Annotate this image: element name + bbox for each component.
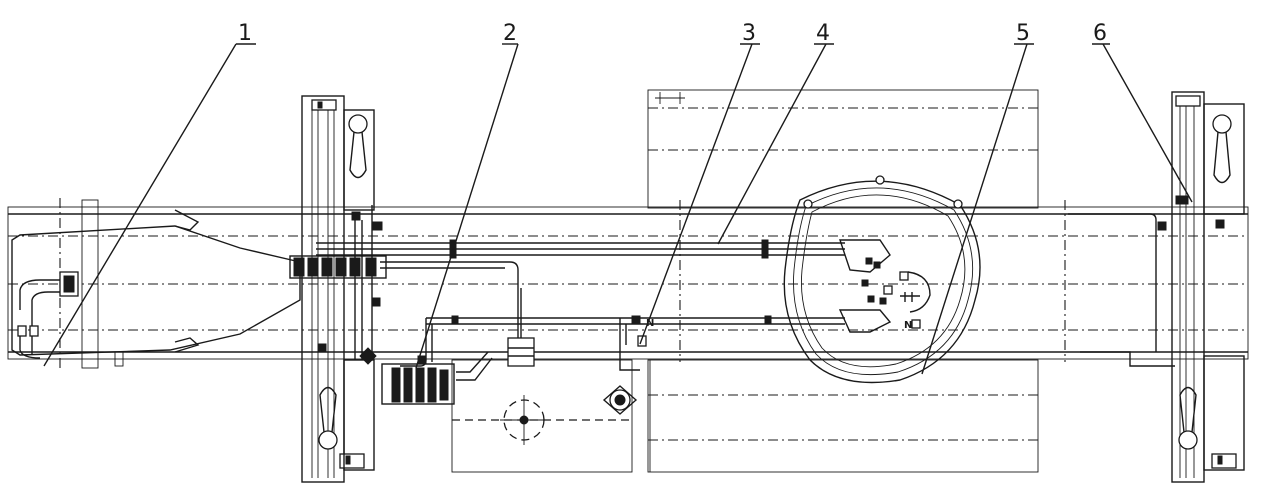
callout-1: 1 (238, 21, 252, 46)
callout-labels: 1 2 3 4 5 6 (238, 21, 1107, 46)
hydraulic-pipelines: N (316, 205, 1175, 371)
n-mark-left: N (646, 318, 654, 329)
leader-lines (43, 43, 1193, 375)
callout-2: 2 (503, 21, 517, 46)
callout-3: 3 (742, 21, 756, 46)
callout-4: 4 (816, 21, 830, 46)
chassis-frame (7, 198, 1249, 372)
front-brake-unit (17, 271, 79, 359)
control-valve-bank (359, 347, 493, 405)
n-mark-right: N (904, 320, 912, 331)
callout-6: 6 (1093, 21, 1107, 46)
outrigger-right (1157, 91, 1245, 483)
outrigger-left (301, 95, 375, 483)
valve-block (289, 211, 387, 353)
slewing-ring: N (783, 175, 981, 384)
callout-5: 5 (1016, 21, 1030, 46)
cab-outline (11, 199, 301, 369)
oil-tank-area (451, 288, 638, 473)
